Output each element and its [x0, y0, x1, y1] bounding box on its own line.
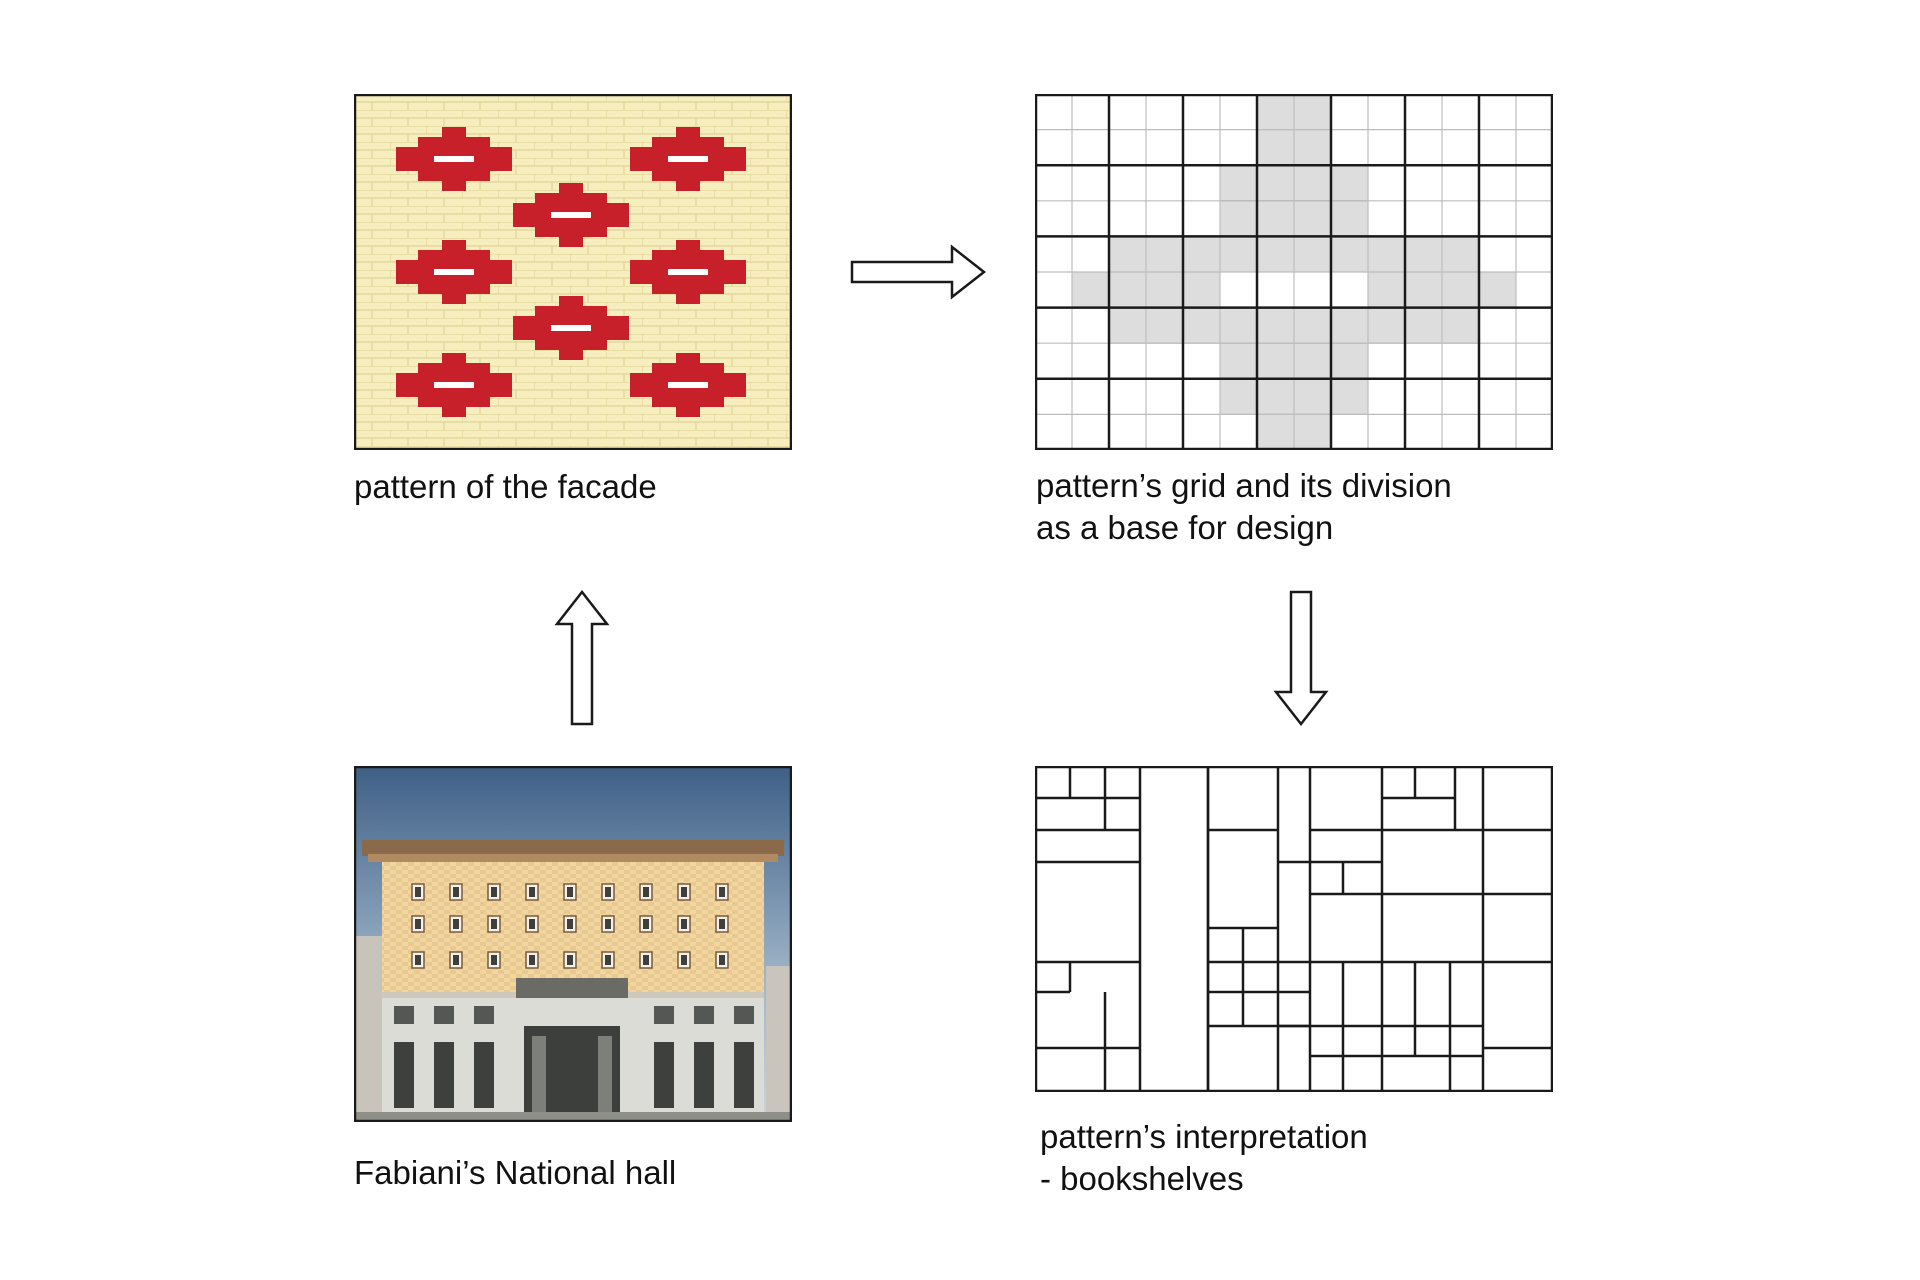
ornament — [396, 127, 512, 191]
caption-text: Fabiani’s National hall — [354, 1154, 677, 1191]
caption-line-2: as a base for design — [1036, 509, 1334, 546]
pattern-grid-diagram — [1035, 94, 1553, 450]
arrow-down-icon — [1273, 590, 1329, 727]
ornament — [630, 240, 746, 304]
caption-line-1: pattern’s grid and its division — [1036, 467, 1452, 504]
caption-line-2: - bookshelves — [1040, 1160, 1244, 1197]
ornament — [513, 296, 629, 360]
ornament — [396, 240, 512, 304]
caption-facade-pattern: pattern of the facade — [354, 466, 657, 508]
caption-pattern-grid: pattern’s grid and its division as a bas… — [1036, 465, 1452, 549]
ornament — [396, 353, 512, 417]
caption-interpretation: pattern’s interpretation - bookshelves — [1040, 1116, 1368, 1200]
ornament — [630, 353, 746, 417]
ornament — [513, 183, 629, 247]
national-hall-photo — [354, 766, 792, 1122]
caption-line-1: pattern’s interpretation — [1040, 1118, 1368, 1155]
arrow-right-icon — [850, 244, 987, 300]
facade-pattern-image — [354, 94, 792, 450]
caption-text: pattern of the facade — [354, 468, 657, 505]
caption-building: Fabiani’s National hall — [354, 1152, 676, 1194]
ornament — [630, 127, 746, 191]
arrow-up-icon — [554, 590, 610, 726]
bookshelves-diagram — [1035, 766, 1553, 1092]
